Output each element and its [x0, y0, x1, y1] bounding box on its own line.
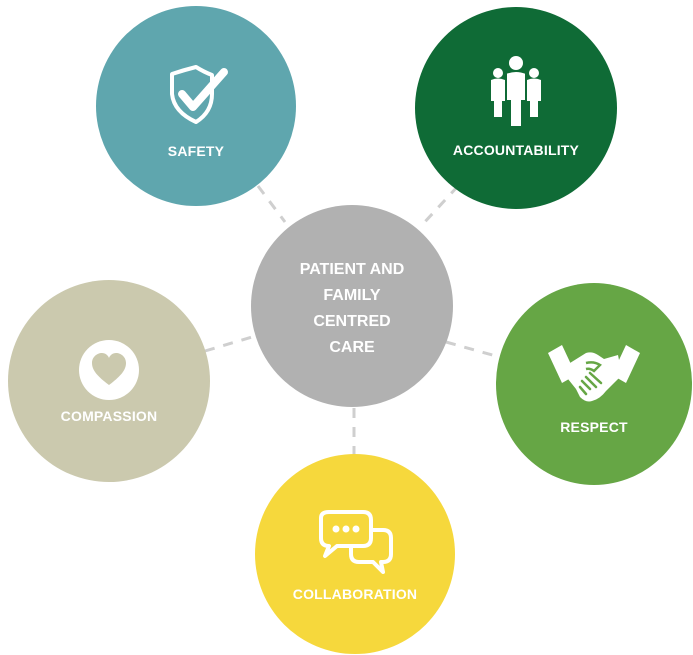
connector-safety [256, 185, 287, 223]
connector-compassion [204, 332, 263, 353]
compassion-label: COMPASSION [60, 408, 158, 424]
people-group-icon [491, 56, 541, 128]
accountability-node: ACCOUNTABILITY [415, 7, 617, 209]
collaboration-label: COLLABORATION [292, 586, 418, 602]
connector-accountability [420, 184, 460, 227]
center-label: PATIENT AND FAMILY CENTRED CARE [271, 257, 433, 361]
center-label-line-1: PATIENT AND [299, 261, 405, 278]
chat-bubbles-icon [319, 510, 393, 574]
center-label-line-2: FAMILY [323, 287, 381, 304]
handshake-icon [548, 345, 640, 402]
shield-check-icon [170, 65, 228, 124]
center-label-line-4: CARE [329, 339, 375, 356]
center-label-line-3: CENTRED [313, 313, 391, 330]
connector-respect [445, 340, 504, 360]
safety-label: SAFETY [167, 143, 225, 159]
collaboration-node: COLLABORATION [255, 454, 455, 654]
respect-label: RESPECT [560, 419, 628, 435]
safety-node: SAFETY [96, 6, 296, 206]
compassion-node: COMPASSION [8, 280, 210, 482]
accountability-label: ACCOUNTABILITY [452, 142, 580, 158]
center-node: PATIENT AND FAMILY CENTRED CARE [251, 205, 453, 407]
heart-icon [79, 340, 139, 400]
respect-node: RESPECT [496, 283, 692, 485]
